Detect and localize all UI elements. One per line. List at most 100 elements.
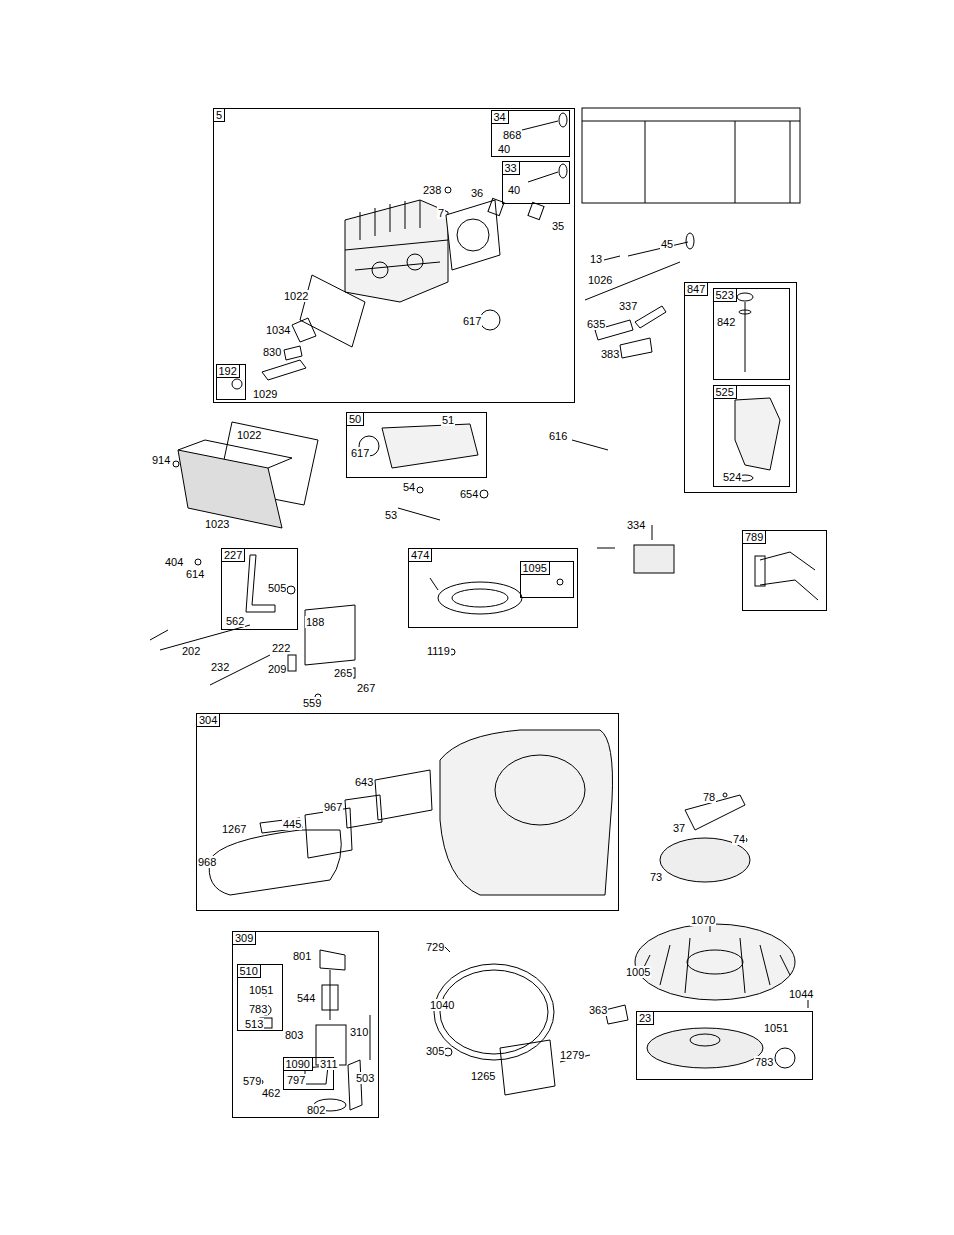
part-outline — [634, 545, 674, 573]
part-outline — [452, 589, 508, 607]
part-outline — [360, 200, 420, 240]
group-number: 1095 — [520, 561, 550, 575]
valves — [445, 113, 567, 220]
callout-number: 78 — [702, 791, 716, 803]
part-outline — [292, 318, 316, 342]
part-outline — [557, 579, 563, 585]
part-outline — [500, 1040, 555, 1095]
callout-number: 334 — [626, 519, 646, 531]
part-outline — [559, 164, 567, 178]
part-outline — [195, 559, 201, 565]
backplate-ring — [434, 945, 590, 1095]
group-number: 50 — [346, 412, 364, 426]
part-outline — [348, 1060, 362, 1110]
callout-number: 1022 — [236, 429, 262, 441]
callout-number: 1034 — [265, 324, 291, 336]
ignition-module — [597, 525, 818, 600]
callout-number: 1051 — [248, 984, 274, 996]
callout-number: 579 — [242, 1075, 262, 1087]
group-number: 192 — [216, 364, 240, 378]
part-outline — [382, 424, 478, 468]
callout-number: 1044 — [788, 988, 814, 1000]
blower-housing — [209, 730, 612, 895]
callout-number: 729 — [425, 941, 445, 953]
group-number: 304 — [196, 713, 220, 727]
part-outline — [559, 113, 567, 127]
callout-number: 1267 — [221, 823, 247, 835]
part-outline — [480, 310, 500, 330]
part-outline — [640, 938, 790, 993]
callout-number: 310 — [349, 1026, 369, 1038]
part-outline — [597, 548, 615, 549]
part-outline — [375, 770, 432, 820]
group-box: 53433192 — [213, 108, 575, 403]
group-number: 227 — [221, 548, 245, 562]
callout-number: 1023 — [204, 518, 230, 530]
part-outline — [457, 219, 489, 251]
group-number: 1090 — [283, 1057, 313, 1071]
part-outline — [760, 552, 818, 600]
callout-number: 40 — [507, 184, 521, 196]
callout-number: 40 — [497, 143, 511, 155]
part-outline — [604, 256, 620, 260]
part-outline — [582, 108, 800, 203]
cover-gasket — [232, 275, 500, 389]
group-number: 510 — [237, 964, 261, 978]
callout-number: 404 — [164, 556, 184, 568]
part-outline — [628, 242, 688, 256]
part-outline — [495, 755, 585, 825]
callout-number: 801 — [292, 950, 312, 962]
part-outline — [430, 578, 438, 590]
part-outline — [287, 586, 295, 594]
callout-number: 1051 — [763, 1022, 789, 1034]
group-box: 847523525 — [684, 282, 797, 493]
callout-number: 37 — [672, 822, 686, 834]
callout-number: 1119 — [426, 645, 451, 657]
callout-number: 797 — [286, 1074, 306, 1086]
group-number: 5 — [213, 108, 225, 122]
callout-number: 311 — [319, 1058, 339, 1070]
callout-number: 53 — [384, 509, 398, 521]
group-box: 1095 — [520, 561, 574, 598]
callout-number: 188 — [305, 616, 325, 628]
callout-number: 654 — [459, 488, 479, 500]
part-outline — [739, 310, 751, 314]
callout-number: 524 — [722, 471, 742, 483]
part-outline — [582, 121, 800, 122]
callout-number: 830 — [262, 346, 282, 358]
part-outline — [645, 121, 646, 203]
part-outline — [322, 985, 338, 1010]
part-outline — [232, 379, 242, 389]
callout-number: 462 — [261, 1087, 281, 1099]
part-outline — [370, 1015, 371, 1060]
part-outline — [528, 202, 544, 219]
callout-number: 559 — [302, 697, 322, 709]
part-outline — [480, 490, 488, 498]
parts-table — [582, 108, 800, 203]
callout-number: 51 — [441, 414, 455, 426]
part-outline — [305, 808, 352, 858]
group-number: 847 — [684, 282, 708, 296]
part-outline — [262, 360, 306, 380]
group-number: 525 — [713, 385, 737, 399]
callout-number: 1070 — [690, 914, 716, 926]
part-outline — [652, 525, 653, 540]
callout-number: 802 — [306, 1104, 326, 1116]
part-outline — [735, 121, 736, 203]
callout-number: 968 — [197, 856, 217, 868]
callout-number: 445 — [282, 818, 302, 830]
part-outline — [620, 338, 652, 358]
part-outline — [345, 240, 448, 270]
callout-number: 783 — [754, 1056, 774, 1068]
intake-manifold — [359, 424, 608, 520]
group-box: 304 — [196, 713, 619, 911]
group-box: 789 — [742, 530, 827, 611]
part-outline — [209, 830, 341, 895]
callout-number: 54 — [402, 481, 416, 493]
callout-number: 783 — [248, 1003, 268, 1015]
part-outline — [446, 200, 500, 270]
group-number: 34 — [491, 110, 509, 124]
part-outline — [737, 293, 753, 301]
callout-number: 45 — [660, 238, 674, 250]
